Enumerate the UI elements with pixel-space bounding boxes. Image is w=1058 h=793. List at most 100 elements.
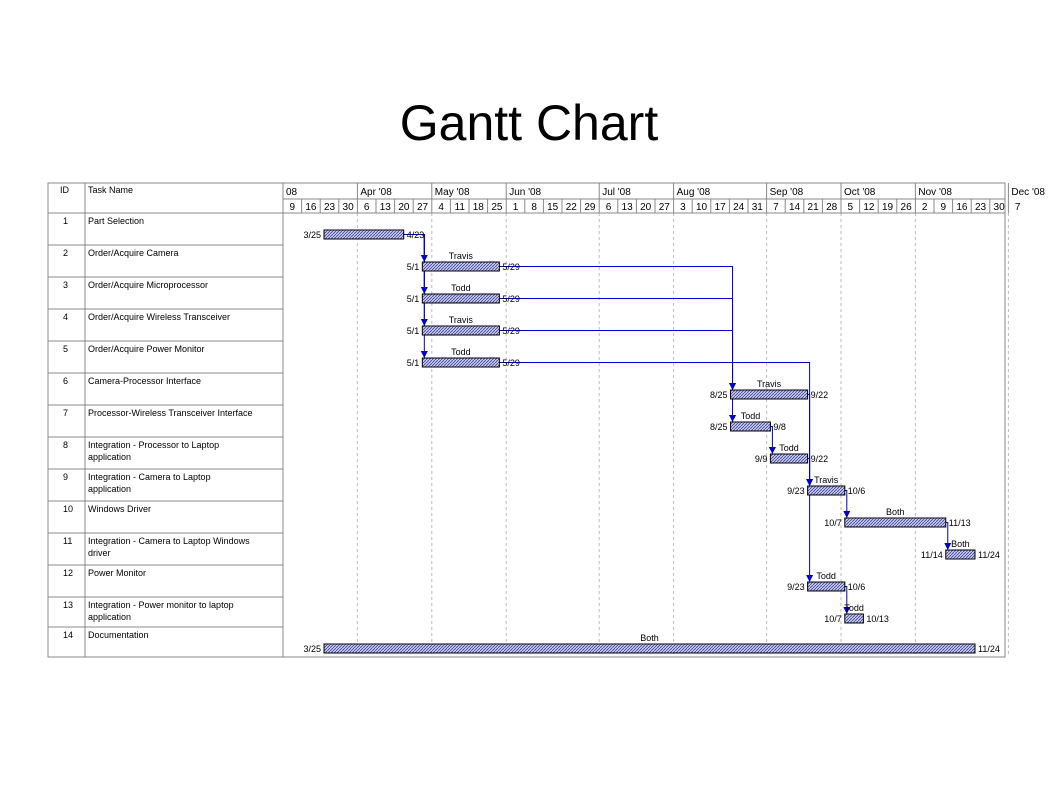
task-id-cell: 8	[63, 440, 68, 450]
bar-start-label: 5/1	[407, 262, 420, 272]
month-label: Oct '08	[844, 187, 876, 198]
week-tick-label: 26	[901, 202, 913, 213]
bar-resource-label: Both	[640, 633, 659, 643]
dependency-link	[403, 234, 428, 326]
month-label: Sep '08	[770, 187, 804, 198]
bar-resource-label: Todd	[451, 283, 471, 293]
bar-start-label: 11/14	[921, 550, 943, 560]
week-tick-label: 18	[473, 202, 485, 213]
week-tick-label: 20	[398, 202, 410, 213]
dependency-link	[499, 298, 737, 422]
task-bar	[730, 389, 809, 400]
week-tick-label: 25	[491, 202, 503, 213]
task-id-cell: 10	[63, 504, 73, 514]
week-tick-label: 20	[640, 202, 652, 213]
week-tick-label: 27	[417, 202, 429, 213]
week-tick-label: 7	[773, 202, 779, 213]
task-name-cell: Order/Acquire Camera	[88, 248, 179, 258]
bar-start-label: 10/7	[824, 614, 842, 624]
task-name-cell: Part Selection	[88, 216, 144, 226]
bar-finish-label: 5/29	[502, 326, 520, 336]
task-id-cell: 7	[63, 408, 68, 418]
bar-resource-label: Todd	[741, 411, 761, 421]
task-name-cell: Order/Acquire Microprocessor	[88, 280, 208, 290]
task-id-cell: 12	[63, 568, 73, 578]
week-tick-label: 2	[922, 202, 928, 213]
month-label: Dec '08	[1011, 187, 1045, 198]
task-id-cell: 9	[63, 472, 68, 482]
bar-finish-label: 10/6	[848, 582, 866, 592]
bar-finish-label: 10/6	[848, 486, 866, 496]
bar-resource-label: Todd	[779, 443, 799, 453]
task-bar	[945, 549, 976, 560]
bar-finish-label: 4/23	[407, 230, 425, 240]
bar-resource-label: Travis	[814, 475, 839, 485]
bar-finish-label: 9/8	[773, 422, 786, 432]
bar-start-label: 9/23	[787, 582, 805, 592]
task-id-cell: 14	[63, 630, 73, 640]
task-name-header: Task Name	[88, 185, 133, 195]
task-bar	[730, 421, 771, 432]
bar-finish-label: 5/29	[502, 358, 520, 368]
task-bar	[323, 229, 405, 240]
week-tick-label: 6	[364, 202, 370, 213]
bar-start-label: 3/25	[303, 230, 321, 240]
task-id-cell: 1	[63, 216, 68, 226]
task-name-cell: Order/Acquire Power Monitor	[88, 344, 205, 354]
task-bar	[421, 325, 500, 336]
week-tick-label: 16	[305, 202, 317, 213]
month-label: May '08	[435, 187, 470, 198]
bar-finish-label: 9/22	[811, 454, 829, 464]
month-label: Nov '08	[918, 187, 952, 198]
week-tick-label: 7	[1015, 202, 1021, 213]
task-bar	[844, 613, 864, 624]
dependency-link	[499, 362, 814, 582]
week-tick-label: 22	[566, 202, 578, 213]
dependency-link	[806, 458, 814, 486]
task-id-cell: 11	[63, 536, 72, 546]
bar-finish-label: 11/24	[978, 550, 1000, 560]
week-tick-label: 12	[863, 202, 875, 213]
dependency-link	[499, 266, 737, 390]
week-tick-label: 21	[808, 202, 820, 213]
bar-resource-label: Todd	[844, 603, 864, 613]
task-bar	[421, 261, 500, 272]
dependency-link	[843, 586, 851, 614]
week-tick-label: 13	[622, 202, 634, 213]
bar-start-label: 9/9	[755, 454, 768, 464]
dependency-link	[806, 394, 814, 486]
task-bar	[421, 293, 500, 304]
bar-start-label: 9/23	[787, 486, 805, 496]
week-tick-label: 3	[680, 202, 686, 213]
week-tick-label: 23	[324, 202, 336, 213]
task-id-cell: 3	[63, 280, 68, 290]
week-tick-label: 4	[438, 202, 444, 213]
bar-resource-label: Todd	[451, 347, 471, 357]
week-tick-label: 1	[513, 202, 519, 213]
task-id-cell: 4	[63, 312, 68, 322]
week-tick-label: 6	[606, 202, 612, 213]
bar-start-label: 3/25	[303, 644, 321, 654]
bar-resource-label: Both	[886, 507, 905, 517]
week-tick-label: 28	[826, 202, 838, 213]
task-bar	[844, 517, 947, 528]
week-tick-label: 27	[659, 202, 671, 213]
bar-finish-label: 5/29	[502, 262, 520, 272]
week-tick-label: 9	[941, 202, 947, 213]
week-tick-label: 16	[956, 202, 968, 213]
task-name-cell: Power Monitor	[88, 568, 146, 578]
week-tick-label: 14	[789, 202, 801, 213]
bar-finish-label: 5/29	[502, 294, 520, 304]
task-bar	[323, 643, 976, 654]
task-name-cell: Processor-Wireless Transceiver Interface	[88, 408, 253, 418]
week-tick-label: 29	[584, 202, 596, 213]
bar-resource-label: Todd	[816, 571, 836, 581]
task-name-cell: Documentation	[88, 630, 149, 640]
week-tick-label: 5	[848, 202, 854, 213]
week-tick-label: 31	[752, 202, 764, 213]
month-label: Jun '08	[509, 187, 541, 198]
bar-finish-label: 11/24	[978, 644, 1000, 654]
